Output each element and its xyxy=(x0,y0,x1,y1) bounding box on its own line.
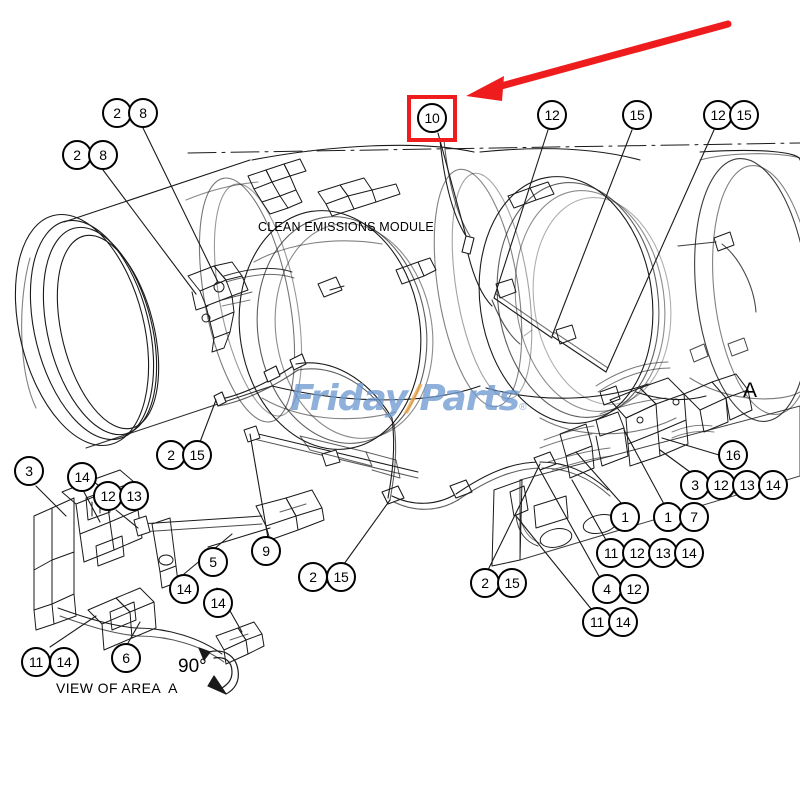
callout-15[interactable]: 15 xyxy=(497,568,527,598)
view-of-area-a-detail xyxy=(33,469,325,665)
callout-5[interactable]: 5 xyxy=(198,547,228,577)
item9-long-tube xyxy=(243,425,419,479)
callout-1[interactable]: 1 xyxy=(610,502,640,532)
callout-13[interactable]: 13 xyxy=(732,470,762,500)
callout-11[interactable]: 11 xyxy=(596,538,626,568)
callout-14[interactable]: 14 xyxy=(203,588,233,618)
callout-13[interactable]: 13 xyxy=(119,481,149,511)
lower-right-hook xyxy=(509,485,543,547)
callout-2[interactable]: 2 xyxy=(298,562,328,592)
callout-2[interactable]: 2 xyxy=(470,568,500,598)
callout-16[interactable]: 16 xyxy=(718,440,748,470)
module-body-1 xyxy=(185,144,481,423)
right-canister xyxy=(478,176,677,435)
callout-8[interactable]: 8 xyxy=(128,98,158,128)
callout-12[interactable]: 12 xyxy=(537,100,567,130)
callout-8[interactable]: 8 xyxy=(88,140,118,170)
callout-14[interactable]: 14 xyxy=(674,538,704,568)
clean-emissions-module-label: CLEAN EMISSIONS MODULE xyxy=(258,220,434,234)
module-body-2 xyxy=(433,148,649,408)
mid-canister xyxy=(238,210,434,450)
callout-9[interactable]: 9 xyxy=(251,536,281,566)
right-connector-assembly xyxy=(539,361,753,479)
callout-2[interactable]: 2 xyxy=(102,98,132,128)
callout-7[interactable]: 7 xyxy=(679,502,709,532)
callout-6[interactable]: 6 xyxy=(111,643,141,673)
chassis-bracket xyxy=(491,329,800,567)
callout-14[interactable]: 14 xyxy=(608,607,638,637)
callout-3[interactable]: 3 xyxy=(14,456,44,486)
cem-connector-detail xyxy=(247,158,401,217)
centerline xyxy=(187,142,800,154)
callout-4[interactable]: 4 xyxy=(592,574,622,604)
clamp-bands xyxy=(317,181,749,406)
highlight-box-item-10 xyxy=(407,95,457,142)
callout-2[interactable]: 2 xyxy=(62,140,92,170)
far-right-canister xyxy=(689,149,800,422)
tube-12a xyxy=(493,297,553,339)
callout-15[interactable]: 15 xyxy=(622,100,652,130)
callout-15[interactable]: 15 xyxy=(729,100,759,130)
leader-lines xyxy=(35,127,720,648)
callout-13[interactable]: 13 xyxy=(648,538,678,568)
callout-14[interactable]: 14 xyxy=(169,574,199,604)
callout-12[interactable]: 12 xyxy=(619,574,649,604)
callout-14[interactable]: 14 xyxy=(67,462,97,492)
callout-15[interactable]: 15 xyxy=(182,440,212,470)
left-sensor-block xyxy=(187,261,295,353)
callout-14[interactable]: 14 xyxy=(49,647,79,677)
callout-10[interactable]: 10 xyxy=(417,103,447,133)
lower-harness-routing xyxy=(213,353,611,510)
tube-to-right xyxy=(635,391,707,400)
view-of-area-a-label: VIEW OF AREA A xyxy=(56,680,178,696)
rotation-90-glyph xyxy=(198,647,239,695)
sensor-harness-tubes xyxy=(439,139,757,400)
area-a-marker: A xyxy=(743,379,758,402)
callout-12[interactable]: 12 xyxy=(703,100,733,130)
callout-14[interactable]: 14 xyxy=(758,470,788,500)
callout-11[interactable]: 11 xyxy=(21,647,51,677)
callout-15[interactable]: 15 xyxy=(326,562,356,592)
left-canister xyxy=(14,159,273,449)
rotation-angle-label: 90° xyxy=(178,656,207,677)
